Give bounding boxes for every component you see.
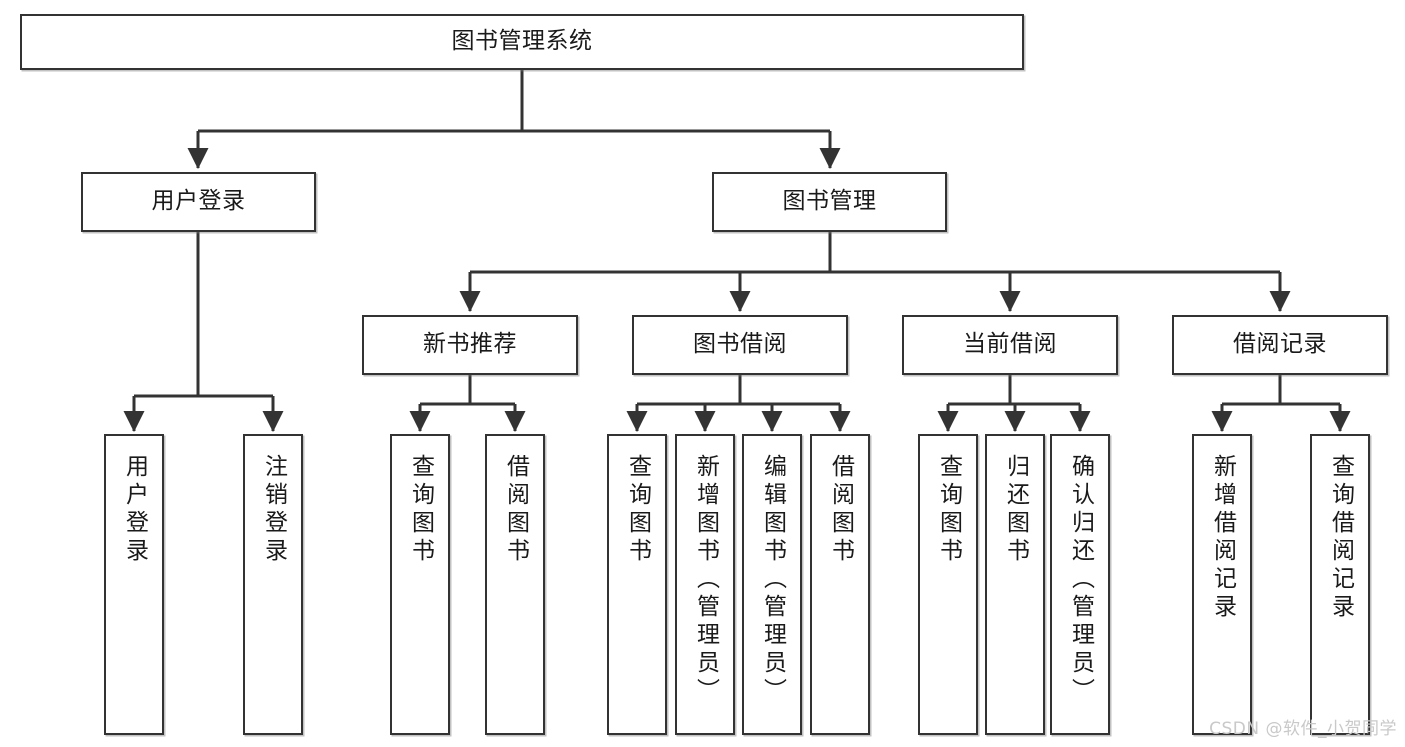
node-label-current-borrow: 当前借阅: [963, 331, 1057, 358]
node-label-leaf-add-book-admin: 新增图书（管理员）: [692, 454, 719, 706]
node-borrow-records[interactable]: 借阅记录: [1172, 315, 1388, 375]
node-user-login[interactable]: 用户登录: [81, 172, 316, 232]
connectors-borrow-to-leaves: [626, 375, 851, 433]
connectors-newbook-to-leaves: [409, 375, 526, 433]
node-label-leaf-logout: 注销登录: [260, 454, 287, 566]
node-label-leaf-query-book-newbook: 查询图书: [407, 454, 434, 566]
node-label-book-management: 图书管理: [782, 188, 877, 215]
node-leaf-return-book[interactable]: 归还图书: [985, 434, 1045, 735]
node-label-leaf-query-book-current: 查询图书: [935, 454, 962, 566]
node-root-system[interactable]: 图书管理系统: [20, 14, 1024, 70]
node-leaf-user-login[interactable]: 用户登录: [104, 434, 164, 735]
connectors-records-to-leaves: [1211, 375, 1351, 433]
connectors-bookmgmt-to-level3: [459, 232, 1291, 313]
node-label-leaf-borrow-book: 借阅图书: [827, 454, 854, 566]
node-label-leaf-user-login: 用户登录: [121, 454, 148, 566]
connectors-userlogin-to-leaves: [123, 232, 284, 433]
node-label-leaf-add-borrow-record: 新增借阅记录: [1209, 454, 1236, 622]
node-leaf-add-book-admin[interactable]: 新增图书（管理员）: [675, 434, 735, 735]
node-label-leaf-query-borrow-record: 查询借阅记录: [1327, 454, 1354, 622]
node-leaf-add-borrow-record[interactable]: 新增借阅记录: [1192, 434, 1252, 735]
node-leaf-edit-book-admin[interactable]: 编辑图书（管理员）: [742, 434, 802, 735]
node-label-leaf-return-book: 归还图书: [1002, 454, 1029, 566]
node-new-book-recommend[interactable]: 新书推荐: [362, 315, 578, 375]
node-leaf-borrow-book-newbook[interactable]: 借阅图书: [485, 434, 545, 735]
node-label-leaf-edit-book-admin: 编辑图书（管理员）: [759, 454, 786, 706]
node-leaf-query-borrow-record[interactable]: 查询借阅记录: [1310, 434, 1370, 735]
node-label-user-login: 用户登录: [151, 188, 246, 215]
connectors-root-to-level2: [187, 70, 841, 170]
node-label-borrow-records: 借阅记录: [1233, 331, 1327, 358]
node-label-leaf-confirm-return-admin: 确认归还（管理员）: [1067, 454, 1094, 706]
node-label-leaf-borrow-book-newbook: 借阅图书: [502, 454, 529, 566]
node-label-new-book-recommend: 新书推荐: [423, 331, 517, 358]
node-leaf-query-book-newbook[interactable]: 查询图书: [390, 434, 450, 735]
node-label-book-borrow: 图书借阅: [693, 331, 787, 358]
connectors-current-to-leaves: [937, 375, 1091, 433]
node-leaf-borrow-book[interactable]: 借阅图书: [810, 434, 870, 735]
node-label-root-system: 图书管理系统: [451, 28, 593, 55]
node-label-leaf-query-book-borrow: 查询图书: [624, 454, 651, 566]
node-book-borrow[interactable]: 图书借阅: [632, 315, 848, 375]
node-book-management[interactable]: 图书管理: [712, 172, 947, 232]
node-current-borrow[interactable]: 当前借阅: [902, 315, 1118, 375]
node-leaf-query-book-borrow[interactable]: 查询图书: [607, 434, 667, 735]
node-leaf-confirm-return-admin[interactable]: 确认归还（管理员）: [1050, 434, 1110, 735]
node-leaf-logout[interactable]: 注销登录: [243, 434, 303, 735]
node-leaf-query-book-current[interactable]: 查询图书: [918, 434, 978, 735]
